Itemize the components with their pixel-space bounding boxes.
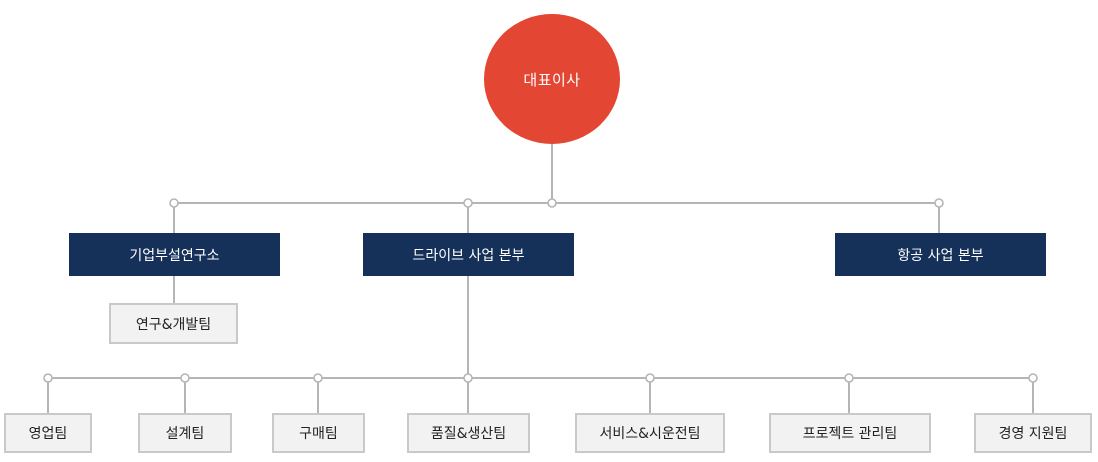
team-service-commissioning: 서비스&시운전팀 bbox=[575, 413, 725, 453]
team-design: 설계팀 bbox=[138, 413, 232, 453]
junction-node bbox=[43, 373, 53, 383]
junction-node bbox=[180, 373, 190, 383]
junction-node bbox=[313, 373, 323, 383]
division-aviation-business: 항공 사업 본부 bbox=[835, 233, 1046, 276]
junction-node bbox=[934, 198, 944, 208]
team-sales: 영업팀 bbox=[4, 413, 92, 453]
junction-node bbox=[1028, 373, 1038, 383]
junction-node bbox=[844, 373, 854, 383]
team-research-development: 연구&개발팀 bbox=[109, 303, 238, 344]
team-project-management: 프로젝트 관리팀 bbox=[769, 413, 931, 453]
junction-node bbox=[463, 373, 473, 383]
junction-node bbox=[169, 198, 179, 208]
junction-node bbox=[547, 198, 557, 208]
team-quality-production: 품질&생산팀 bbox=[407, 413, 530, 453]
junction-node bbox=[645, 373, 655, 383]
ceo-node: 대표이사 bbox=[484, 14, 620, 144]
junction-node bbox=[463, 198, 473, 208]
team-management-support: 경영 지원팀 bbox=[974, 413, 1092, 453]
division-research-institute: 기업부설연구소 bbox=[69, 233, 280, 276]
division-drive-business: 드라이브 사업 본부 bbox=[363, 233, 574, 276]
team-purchasing: 구매팀 bbox=[272, 413, 365, 453]
